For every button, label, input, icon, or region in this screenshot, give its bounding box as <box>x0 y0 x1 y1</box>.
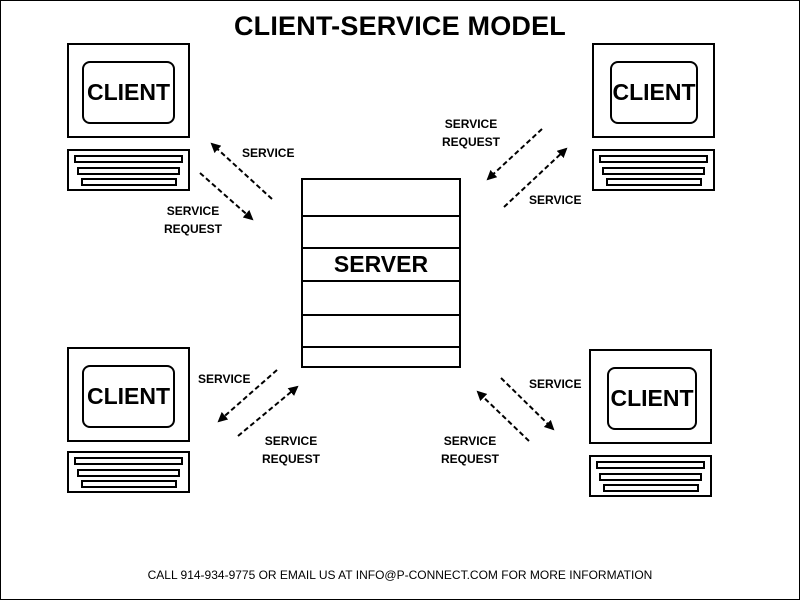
label-line: SERVICE <box>264 434 318 448</box>
server-divider <box>303 346 459 348</box>
server-label: SERVER <box>333 251 429 277</box>
diagram-title: CLIENT-SERVICE MODEL <box>233 11 567 41</box>
keyboard-row <box>81 178 177 186</box>
client-screen-bottom-left: CLIENT <box>82 365 175 428</box>
client-keyboard-bottom-right <box>589 455 712 497</box>
keyboard-row <box>596 461 705 469</box>
client-keyboard-top-right <box>592 149 715 191</box>
label-request-bottom-right: SERVICE REQUEST <box>441 432 499 468</box>
keyboard-row <box>599 473 702 481</box>
service-arrow-top-right <box>503 147 568 208</box>
label-line: REQUEST <box>441 452 500 466</box>
client-screen-top-right: CLIENT <box>610 61 698 124</box>
server-divider <box>303 215 459 217</box>
request-arrow-bottom-left <box>237 385 299 437</box>
label-line: SERVICE <box>166 204 220 218</box>
client-screen-bottom-right: CLIENT <box>607 367 697 430</box>
label-line: REQUEST <box>164 222 223 236</box>
label-service-top-right: SERVICE <box>529 193 582 207</box>
keyboard-row <box>77 167 180 175</box>
service-arrow-bottom-left <box>217 369 278 423</box>
server-divider <box>303 314 459 316</box>
label-line: REQUEST <box>442 135 501 149</box>
label-request-top-right: SERVICE REQUEST <box>442 115 500 151</box>
label-line: REQUEST <box>262 452 321 466</box>
client-label-bottom-right: CLIENT <box>610 385 694 411</box>
keyboard-row <box>74 457 183 465</box>
label-line: SERVICE <box>443 434 497 448</box>
keyboard-row <box>602 167 705 175</box>
client-monitor-top-right: CLIENT <box>592 43 715 138</box>
label-service-top-left: SERVICE <box>242 146 295 160</box>
request-arrow-top-right <box>486 128 543 181</box>
footer-contact-text: CALL 914-934-9775 OR EMAIL US AT INFO@P-… <box>147 568 653 582</box>
keyboard-row <box>603 484 699 492</box>
client-keyboard-bottom-left <box>67 451 190 493</box>
keyboard-row <box>599 155 708 163</box>
client-label-bottom-left: CLIENT <box>86 383 171 409</box>
service-arrow-bottom-right <box>500 377 555 431</box>
keyboard-row <box>606 178 702 186</box>
client-monitor-top-left: CLIENT <box>67 43 190 138</box>
client-keyboard-top-left <box>67 149 190 191</box>
label-request-top-left: SERVICE REQUEST <box>164 202 222 238</box>
client-monitor-bottom-right: CLIENT <box>589 349 712 444</box>
server-divider <box>303 280 459 282</box>
client-monitor-bottom-left: CLIENT <box>67 347 190 442</box>
label-service-bottom-left: SERVICE <box>198 372 251 386</box>
keyboard-row <box>74 155 183 163</box>
server-divider <box>303 247 459 249</box>
keyboard-row <box>81 480 177 488</box>
client-label-top-right: CLIENT <box>612 79 696 105</box>
client-screen-top-left: CLIENT <box>82 61 175 124</box>
keyboard-row <box>77 469 180 477</box>
label-line: SERVICE <box>444 117 498 131</box>
client-label-top-left: CLIENT <box>86 79 171 105</box>
label-request-bottom-left: SERVICE REQUEST <box>262 432 320 468</box>
request-arrow-top-left <box>199 172 254 221</box>
label-service-bottom-right: SERVICE <box>529 377 582 391</box>
request-arrow-bottom-right <box>476 390 530 442</box>
server-rack: SERVER <box>301 178 461 368</box>
service-arrow-top-left <box>210 142 273 200</box>
